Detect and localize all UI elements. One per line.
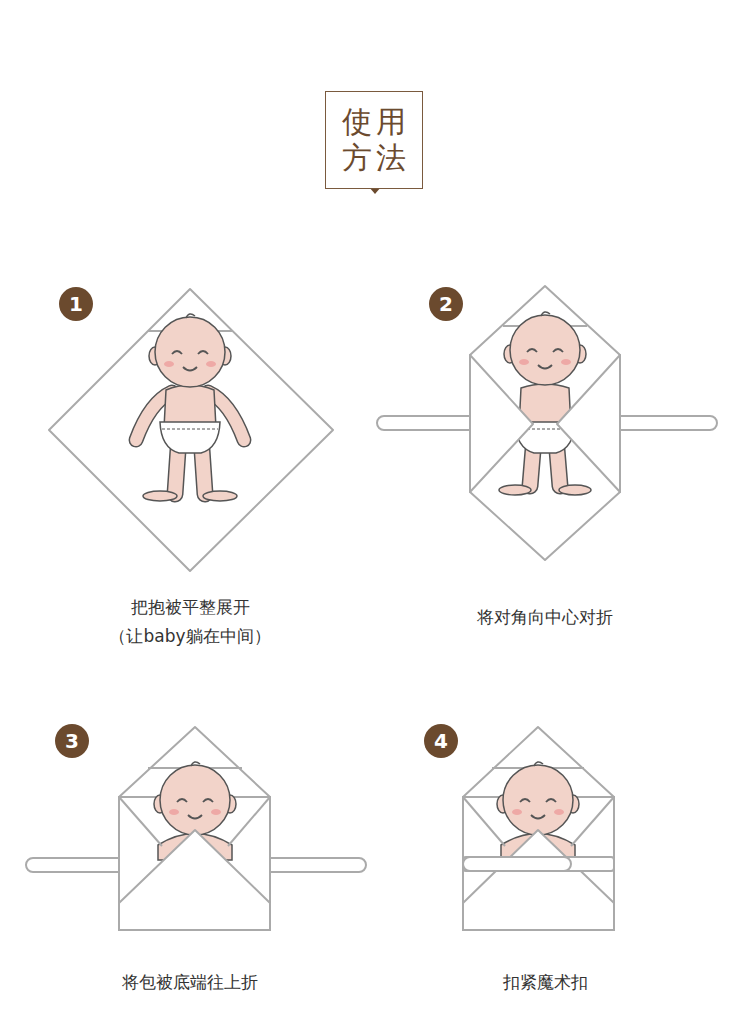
step-number: 4 [434, 731, 448, 751]
title-frame: 使用 方法 [325, 91, 423, 189]
step-caption: 把抱被平整展开 [131, 597, 250, 617]
step-caption: 将包被底端往上折 [122, 972, 258, 992]
step-caption: 将对角向中心对折 [477, 607, 613, 627]
step-number-badge: 2 [429, 287, 463, 321]
step-number-badge: 4 [424, 724, 458, 758]
page-title: 使用 方法 [335, 104, 413, 176]
step-caption: （让baby躺在中间） [109, 626, 270, 646]
step-number: 3 [65, 731, 79, 751]
step-number-badge: 3 [55, 724, 89, 758]
step-number: 2 [439, 294, 453, 314]
step-caption: 扣紧魔术扣 [503, 972, 588, 992]
step-number-badge: 1 [59, 287, 93, 321]
step-number: 1 [69, 294, 83, 314]
